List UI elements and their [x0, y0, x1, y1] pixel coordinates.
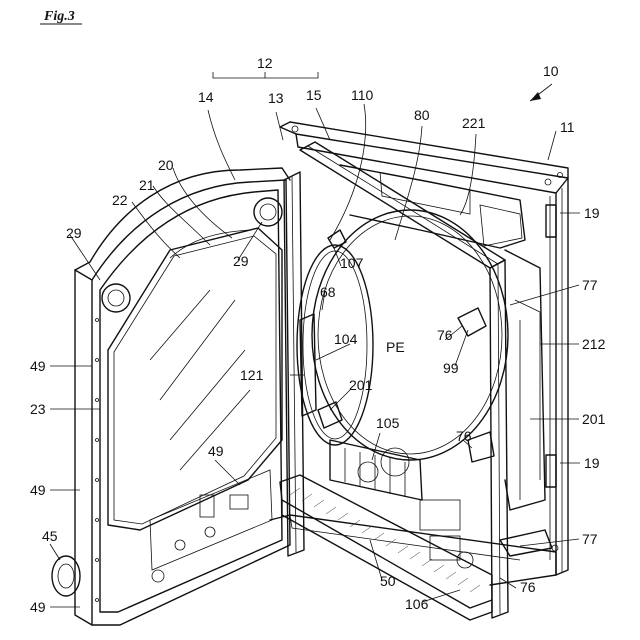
callout-106: 110 — [351, 87, 374, 103]
callout-12: 12 — [257, 55, 273, 71]
callout-50: 50 — [380, 573, 396, 589]
callout-20: 20 — [158, 157, 174, 173]
callout-49-bottom: 49 — [30, 599, 46, 615]
callout-49-top: 49 — [30, 358, 46, 374]
callout-76-upper: 76 — [437, 327, 453, 343]
callout-105: 107 — [340, 255, 364, 271]
callout-76-lower: 76 — [520, 579, 536, 595]
callout-201: 201 — [582, 411, 606, 427]
figure-label: Fig.3 — [43, 9, 75, 24]
callout-19-lower: 19 — [584, 455, 600, 471]
callout-80: 80 — [414, 107, 430, 123]
door-panel — [52, 168, 290, 625]
callout-212: 212 — [582, 336, 606, 352]
callout-13: 13 — [268, 90, 284, 106]
callout-104: 105 — [376, 415, 400, 431]
callout-221: 221 — [462, 115, 486, 131]
callout-100: 104 — [334, 331, 358, 347]
callout-77-upper: 77 — [582, 277, 598, 293]
callout-15: 15 — [306, 87, 322, 103]
callout-49-mid: 49 — [30, 482, 46, 498]
callout-121: 201 — [349, 377, 373, 393]
callout-77-lower: 77 — [582, 531, 598, 547]
callout-10: 10 — [543, 63, 559, 79]
callout-29-left: 29 — [66, 225, 82, 241]
front-frame — [280, 142, 508, 620]
callout-45: 49 — [208, 443, 224, 459]
callout-68: 68 — [320, 284, 336, 300]
callout-19-upper: 19 — [584, 205, 600, 221]
callout-PE: PE — [386, 339, 405, 355]
callout-110: 106 — [405, 596, 429, 612]
drum-unit — [297, 165, 552, 556]
callout-29-right: 29 — [233, 253, 249, 269]
callout-76-mid: 76 — [456, 428, 472, 444]
callout-21: 21 — [139, 177, 155, 193]
callout-14: 14 — [198, 89, 214, 105]
callout-22: 22 — [112, 192, 128, 208]
callout-107: 121 — [240, 367, 264, 383]
callout-23: 23 — [30, 401, 46, 417]
callout-41: 45 — [42, 528, 58, 544]
callout-11: 11 — [560, 119, 575, 135]
callout-99: 99 — [443, 360, 459, 376]
